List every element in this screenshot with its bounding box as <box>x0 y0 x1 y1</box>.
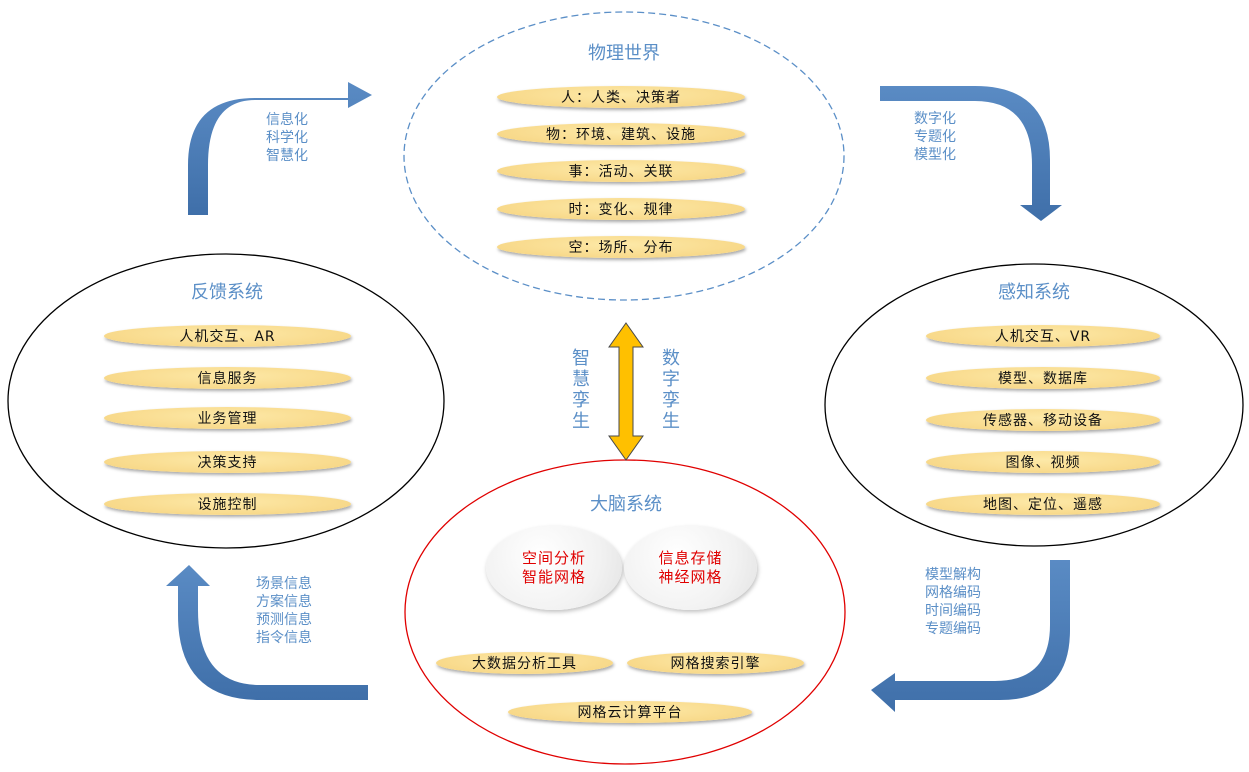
brain-system-ellipse <box>404 459 846 765</box>
label-line: 预测信息 <box>256 612 312 628</box>
feedback-system-title: 反馈系统 <box>191 282 263 303</box>
bubble-line: 智能网格 <box>521 568 586 586</box>
perception-system-ellipse <box>824 263 1244 547</box>
feedback-item: 设施控制 <box>104 493 351 515</box>
label-line: 智慧化 <box>266 148 308 164</box>
label-top-right: 数字化 专题化 模型化 <box>914 110 956 164</box>
label-line: 数字化 <box>914 111 956 127</box>
label-bottom-right: 模型解构 网格编码 时间编码 专题编码 <box>925 566 981 638</box>
twin-label-right: 数字孪生 <box>662 348 680 432</box>
physical-item: 空：场所、分布 <box>497 236 745 258</box>
feedback-system-ellipse <box>7 253 445 549</box>
feedback-item: 业务管理 <box>104 407 351 429</box>
brain-system-title: 大脑系统 <box>590 494 662 515</box>
bubble-line: 空间分析 <box>521 549 586 567</box>
physical-world-ellipse <box>403 11 845 301</box>
arrow-brain-to-feedback <box>166 565 368 700</box>
label-line: 模型解构 <box>925 567 981 583</box>
brain-bubble-storage: 信息存储 神经网格 <box>624 526 757 610</box>
perception-system-title: 感知系统 <box>998 282 1070 303</box>
perception-item: 地图、定位、遥感 <box>926 493 1160 515</box>
physical-item: 事：活动、关联 <box>497 160 745 182</box>
label-line: 专题化 <box>914 129 956 145</box>
perception-item: 传感器、移动设备 <box>926 409 1160 431</box>
feedback-item: 人机交互、AR <box>104 325 351 347</box>
physical-item: 人：人类、决策者 <box>497 86 745 108</box>
label-line: 信息化 <box>266 112 308 128</box>
perception-item: 人机交互、VR <box>926 325 1160 347</box>
brain-tool-search: 网格搜索引擎 <box>627 652 804 674</box>
arrow-feedback-to-physical <box>188 82 372 215</box>
label-line: 指令信息 <box>256 630 312 646</box>
label-line: 时间编码 <box>925 603 981 619</box>
perception-item: 模型、数据库 <box>926 367 1160 389</box>
feedback-item: 决策支持 <box>104 451 351 473</box>
brain-bubble-spatial: 空间分析 智能网格 <box>486 526 622 610</box>
bubble-line: 信息存储 <box>658 549 723 567</box>
perception-item: 图像、视频 <box>926 451 1160 473</box>
brain-tool-bigdata: 大数据分析工具 <box>436 652 613 674</box>
brain-platform: 网格云计算平台 <box>508 701 752 723</box>
label-line: 方案信息 <box>256 594 312 610</box>
feedback-item: 信息服务 <box>104 367 351 389</box>
label-bottom-left: 场景信息 方案信息 预测信息 指令信息 <box>256 575 312 647</box>
arrow-physical-to-perception <box>880 86 1062 221</box>
arrow-perception-to-brain <box>871 560 1070 712</box>
physical-world-title: 物理世界 <box>588 43 660 64</box>
label-line: 网格编码 <box>925 585 981 601</box>
bubble-line: 神经网格 <box>658 568 723 586</box>
label-line: 场景信息 <box>256 576 312 592</box>
label-top-left: 信息化 科学化 智慧化 <box>266 111 308 165</box>
twin-double-arrow <box>608 322 644 461</box>
label-line: 科学化 <box>266 130 308 146</box>
label-line: 模型化 <box>914 147 956 163</box>
physical-item: 时：变化、规律 <box>497 198 745 220</box>
label-line: 专题编码 <box>925 621 981 637</box>
physical-item: 物：环境、建筑、设施 <box>497 123 745 145</box>
twin-label-left: 智慧孪生 <box>572 348 590 432</box>
